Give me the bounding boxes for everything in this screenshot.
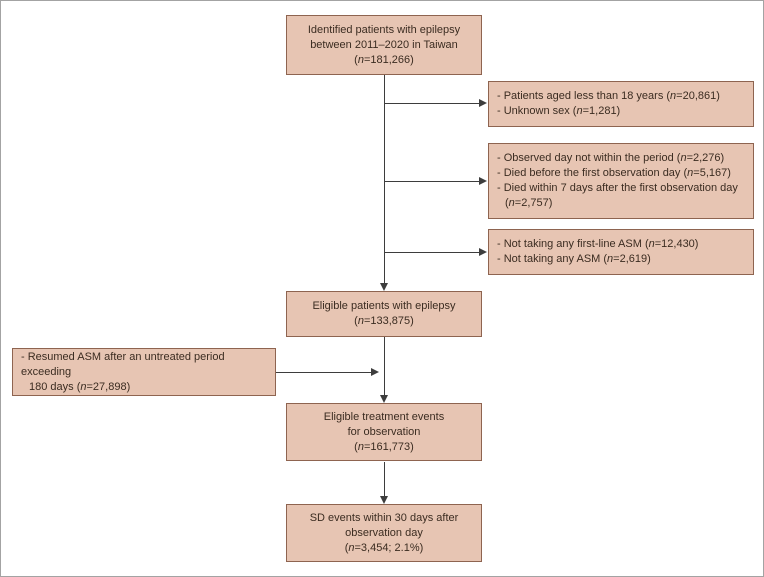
connector-eligible-to-treatment <box>384 337 385 395</box>
box-treatment-line3: (n=161,773) <box>354 440 414 453</box>
box-treatment-line1: Eligible treatment events <box>323 410 445 423</box>
box-eligible-line1: Eligible patients with epilepsy <box>312 300 456 312</box>
arrowhead-down-treatment-events <box>380 395 388 403</box>
box-excluded-asm: - Not taking any first-line ASM (n=12,43… <box>488 229 754 275</box>
connector-identified-to-eligible <box>384 75 385 283</box>
box-treatment-line2: for observation <box>347 425 421 438</box>
connector-branch-asm <box>385 252 479 253</box>
resumed-asm-item1: - Resumed ASM after an untreated period … <box>21 350 225 378</box>
box-identified-line1: Identified patients with epilepsy <box>307 23 461 36</box>
box-excluded-observation: - Observed day not within the period (n=… <box>488 143 754 219</box>
excluded-asm-item1: - Not taking any first-line ASM (n=12,43… <box>497 238 699 250</box>
resumed-asm-item1-cont: 180 days (n=27,898) <box>29 380 131 393</box>
arrowhead-right-resumed-merge <box>371 368 379 376</box>
excluded-observation-item1: - Observed day not within the period (n=… <box>497 152 725 164</box>
box-resumed-asm: - Resumed ASM after an untreated period … <box>12 348 276 396</box>
excluded-age-sex-item2: - Unknown sex (n=1,281) <box>497 105 621 117</box>
arrowhead-right-observation <box>479 177 487 185</box>
connector-branch-age-sex <box>385 103 479 104</box>
excluded-observation-item3: - Died within 7 days after the first obs… <box>497 182 738 194</box>
arrowhead-right-age-sex <box>479 99 487 107</box>
box-identified-line2: between 2011–2020 in Taiwan <box>310 38 458 51</box>
box-sd-line2: observation day <box>345 526 423 539</box>
excluded-observation-item2: - Died before the first observation day … <box>497 167 731 179</box>
connector-treatment-to-sd <box>384 462 385 496</box>
connector-resumed-merge <box>276 372 371 373</box>
box-identified-patients: Identified patients with epilepsy betwee… <box>286 15 482 75</box>
connector-branch-observation <box>385 181 479 182</box>
excluded-observation-item3-cont: (n=2,757) <box>505 197 553 209</box>
arrowhead-right-asm <box>479 248 487 256</box>
box-sd-events: SD events within 30 days after observati… <box>286 504 482 562</box>
box-eligible-patients: Eligible patients with epilepsy (n=133,8… <box>286 291 482 337</box>
arrowhead-down-eligible-patients <box>380 283 388 291</box>
box-eligible-line2: (n=133,875) <box>354 315 414 327</box>
box-sd-line1: SD events within 30 days after <box>309 511 459 524</box>
box-sd-line3: (n=3,454; 2.1%) <box>344 541 424 554</box>
arrowhead-down-sd-events <box>380 496 388 504</box>
box-identified-line3: (n=181,266) <box>354 53 414 66</box>
excluded-age-sex-item1: - Patients aged less than 18 years (n=20… <box>497 90 720 102</box>
excluded-asm-item2: - Not taking any ASM (n=2,619) <box>497 253 651 265</box>
box-treatment-events: Eligible treatment events for observatio… <box>286 403 482 461</box>
box-excluded-age-sex: - Patients aged less than 18 years (n=20… <box>488 81 754 127</box>
